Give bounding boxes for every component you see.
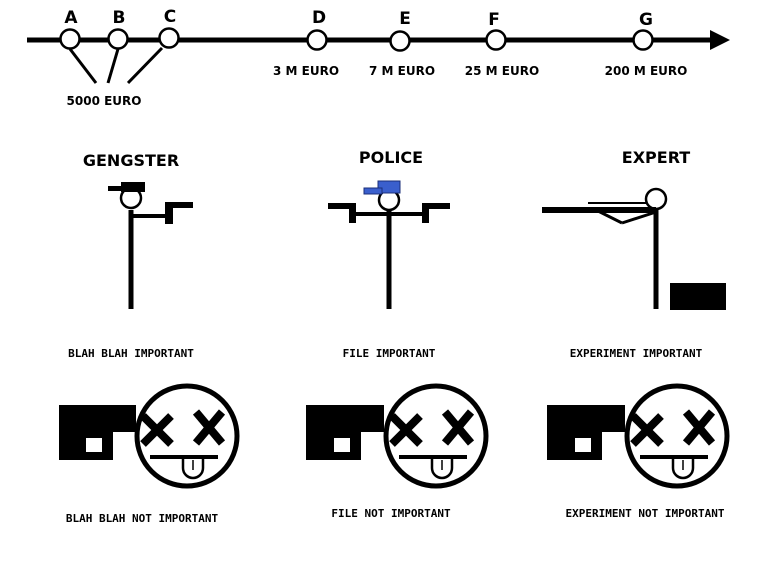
dead-face-icon	[383, 383, 489, 489]
point-letter: C	[164, 7, 176, 27]
point-letter: E	[399, 9, 411, 29]
outcome-expert	[547, 383, 730, 489]
timeline-point-f: F 25 M EURO	[465, 10, 539, 78]
role-title-gengster: GENGSTER	[83, 151, 179, 170]
point-letter: A	[64, 8, 78, 28]
pistol-icon	[547, 405, 625, 460]
timeline-node	[158, 27, 180, 49]
point-letter: G	[639, 10, 653, 30]
cap-icon	[121, 182, 145, 192]
role-title-expert: EXPERT	[622, 148, 691, 167]
outcome-police	[306, 383, 489, 489]
police-figure	[328, 180, 450, 309]
dead-face-icon	[624, 383, 730, 489]
pistol-icon	[165, 202, 193, 208]
head-icon	[644, 187, 668, 211]
timeline-node	[632, 29, 654, 51]
timeline-point-d: D 3 M EURO	[273, 8, 339, 78]
timeline-node	[389, 30, 411, 52]
gengster-figure	[108, 182, 193, 309]
point-letter: D	[312, 8, 326, 28]
point-amount: 25 M EURO	[465, 64, 539, 78]
pistol-icon	[328, 203, 356, 209]
expert-figure	[542, 187, 726, 310]
point-letter: F	[488, 10, 500, 30]
pistol-icon	[306, 405, 384, 460]
timeline-node	[485, 29, 507, 51]
timeline-node	[306, 29, 328, 51]
dead-face-icon	[134, 383, 240, 489]
group-amount-label: 5000 EURO	[67, 94, 142, 108]
timeline-node	[59, 28, 81, 50]
point-letter: B	[113, 8, 126, 28]
point-amount: 200 M EURO	[605, 64, 688, 78]
point-amount: 3 M EURO	[273, 64, 339, 78]
caption-not-important-expert: EXPERIMENT NOT IMPORTANT	[566, 507, 725, 520]
role-title-police: POLICE	[359, 148, 423, 167]
pistol-icon	[422, 203, 450, 209]
timeline-node	[107, 28, 129, 50]
outcome-gengster	[59, 383, 240, 489]
box-icon	[670, 283, 726, 310]
timeline-arrowhead	[710, 30, 730, 50]
timeline: A B C D 3 M EURO E 7 M EURO F 25 M EURO …	[27, 7, 730, 108]
timeline-point-a: A	[59, 8, 81, 50]
group-connectors	[68, 46, 164, 85]
pistol-icon	[59, 405, 136, 460]
caption-not-important-police: FILE NOT IMPORTANT	[331, 507, 451, 520]
point-amount: 7 M EURO	[369, 64, 435, 78]
timeline-point-g: G 200 M EURO	[605, 10, 688, 78]
caption-important-gengster: BLAH BLAH IMPORTANT	[68, 347, 194, 360]
caption-not-important-gengster: BLAH BLAH NOT IMPORTANT	[66, 512, 219, 525]
caption-important-police: FILE IMPORTANT	[343, 347, 436, 360]
timeline-point-e: E 7 M EURO	[369, 9, 435, 78]
caption-important-expert: EXPERIMENT IMPORTANT	[570, 347, 703, 360]
cap-icon	[377, 180, 401, 194]
timeline-point-b: B	[107, 8, 129, 50]
timeline-point-c: C	[158, 7, 180, 49]
